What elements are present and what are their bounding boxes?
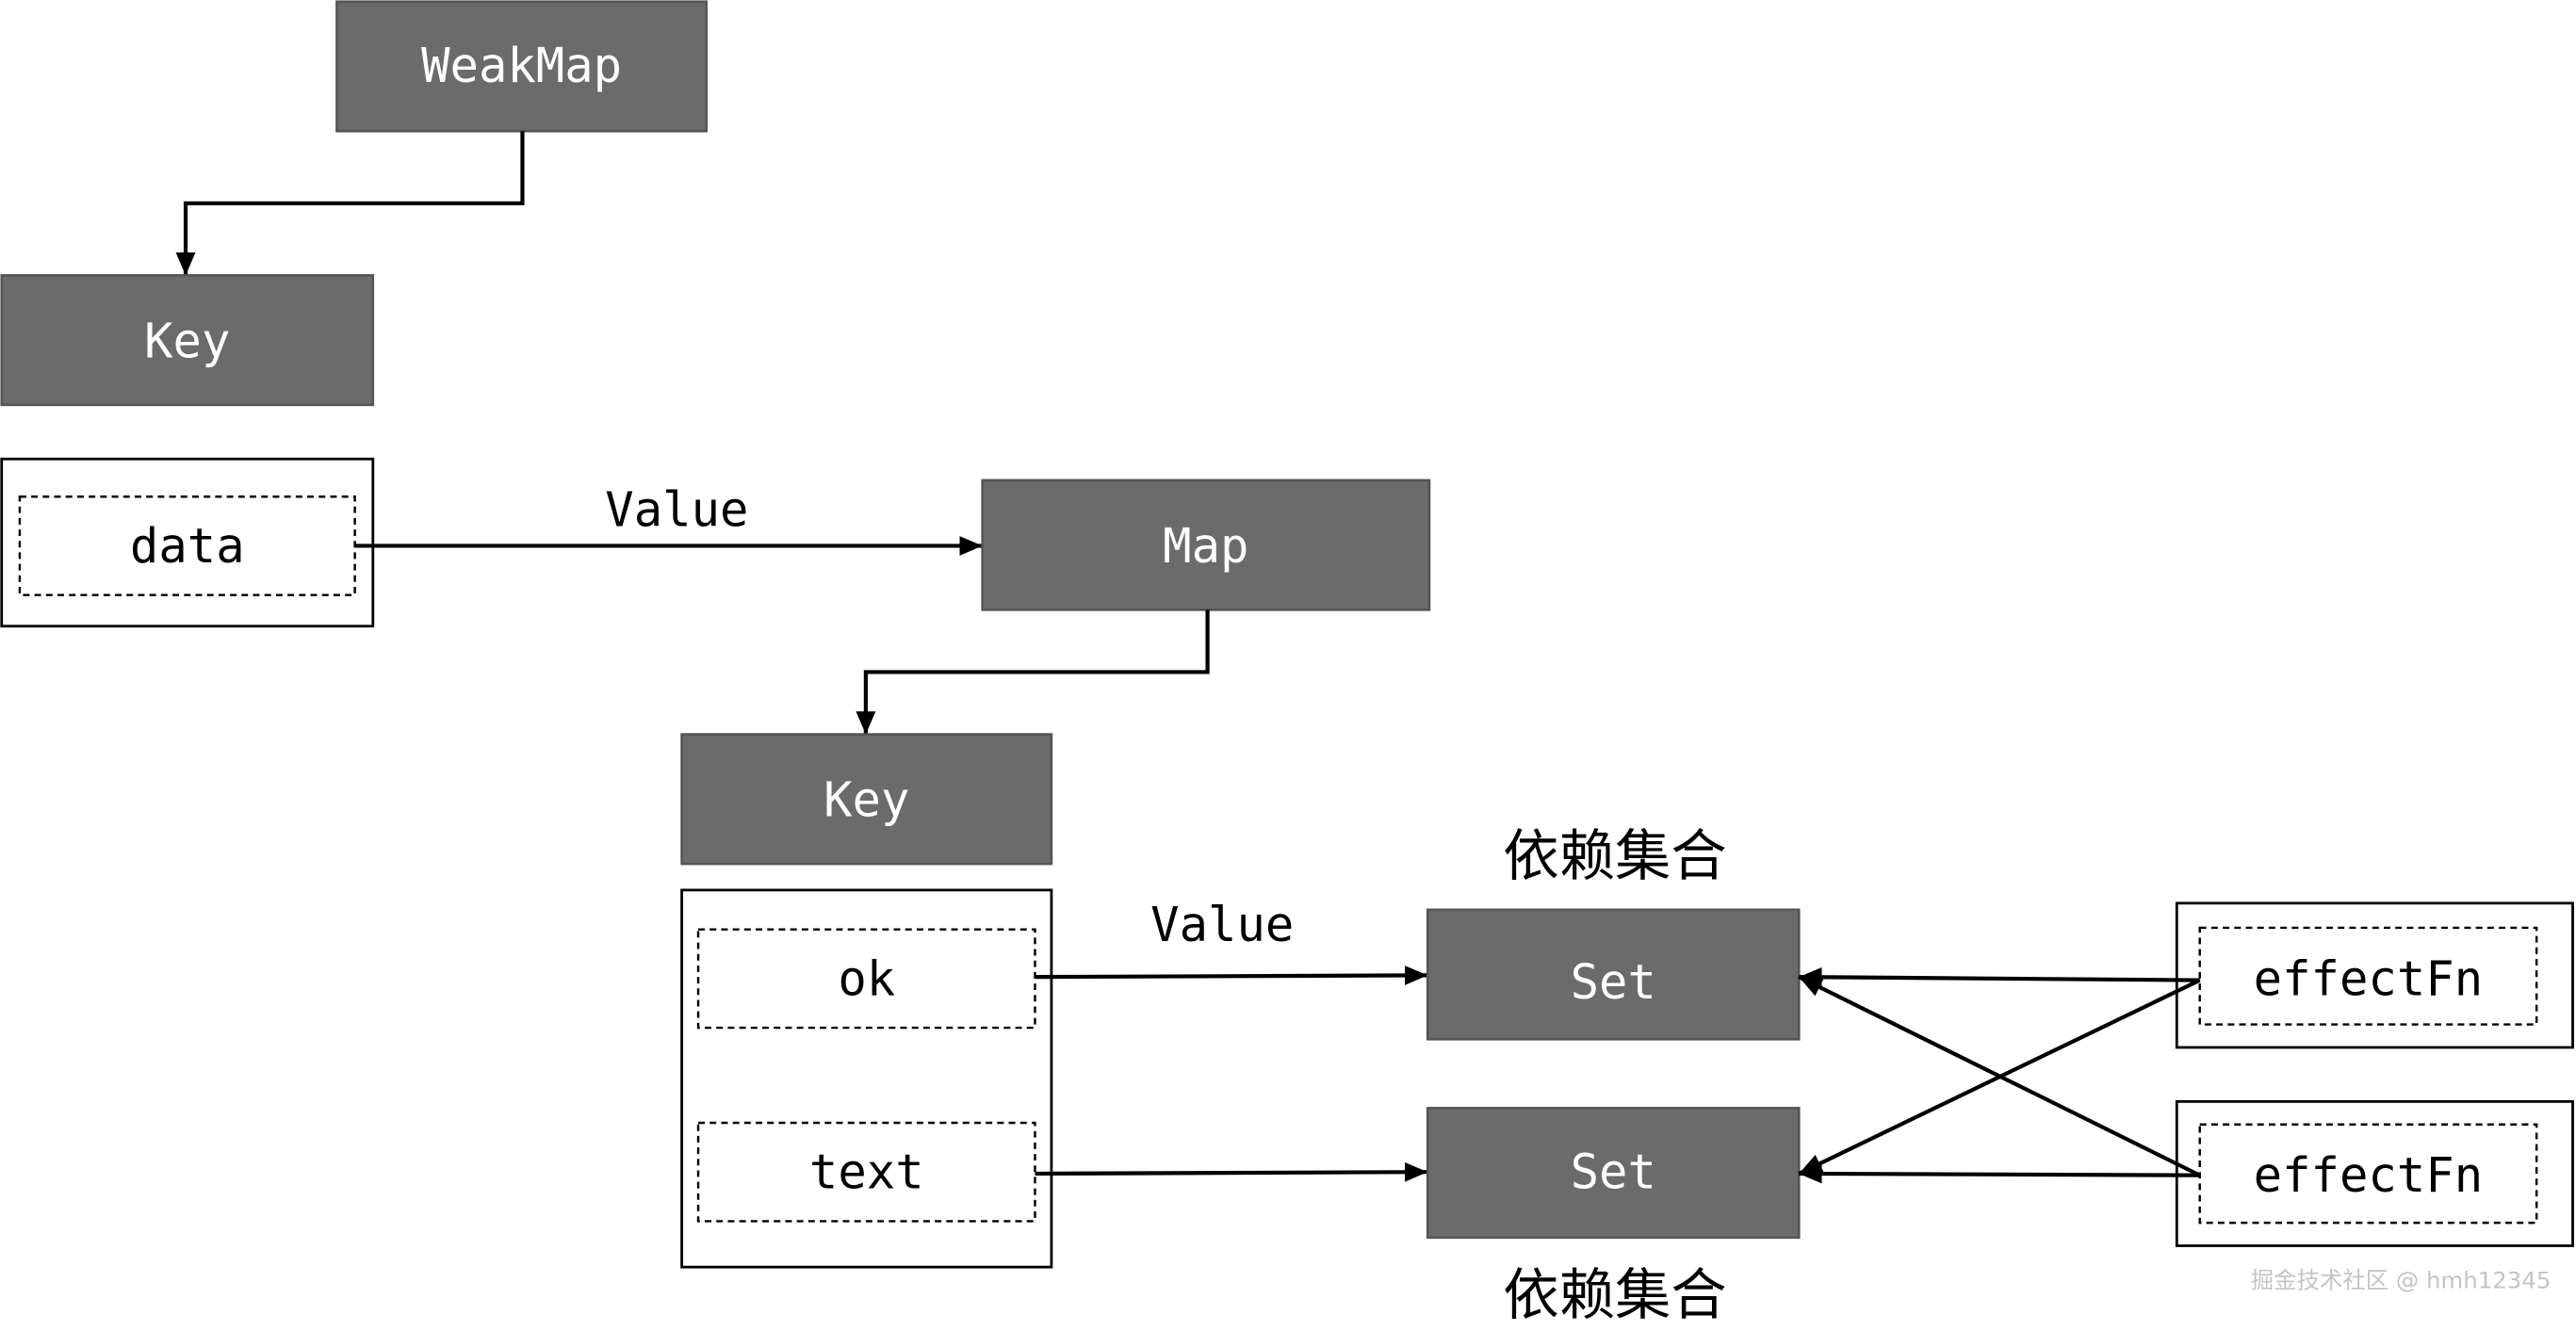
data-entry-label: data (130, 518, 245, 574)
weakmap-to-key-connector (175, 131, 525, 276)
set-node-text: Set (1426, 1107, 1801, 1240)
ok-to-set-arrow (1035, 966, 1428, 985)
set-ok-group-label: 依赖集合 (1503, 823, 1726, 888)
set-label-text: Set (1571, 1144, 1656, 1200)
key-node-outer: Key (0, 274, 375, 407)
effect-fn-label-2: effectFn (2254, 1147, 2483, 1203)
set-text-group-label: 依赖集合 (1503, 1262, 1726, 1327)
data-to-map-value-label: Value (605, 482, 748, 538)
key-box-inner (680, 733, 1053, 866)
data-key-container: data (0, 457, 375, 628)
effect-fn-node-1: effectFn (2175, 901, 2574, 1049)
map-node: Map (981, 479, 1431, 611)
set-node-ok: Set (1426, 908, 1801, 1041)
weakmap-node: WeakMap (335, 0, 709, 133)
map-label: Map (1163, 518, 1248, 574)
map-box (981, 479, 1431, 611)
key-label-outer: Key (144, 313, 230, 368)
effect-fn-entry-box-1 (2198, 926, 2538, 1026)
set-label-ok: Set (1571, 954, 1656, 1010)
key-label-inner: Key (823, 772, 909, 828)
map-to-key-connector (856, 609, 1210, 735)
key-node-inner: Key (680, 733, 1053, 866)
weakmap-box (335, 0, 709, 133)
weakmap-label: WeakMap (421, 38, 622, 93)
effect-fn-node-2: effectFn (2175, 1099, 2574, 1247)
text-entry-box (696, 1121, 1036, 1223)
effect-fn-1-to-set-ok-arrow (1799, 966, 2200, 987)
key-box-outer (0, 274, 375, 407)
set-box-text (1426, 1107, 1801, 1240)
ok-entry-label: ok (838, 950, 895, 1006)
text-to-set-arrow (1035, 1161, 1428, 1182)
data-entry-box (18, 495, 356, 596)
effect-fn-2-to-set-text-arrow (1799, 1163, 2200, 1184)
effect-fn-label-1: effectFn (2254, 950, 2483, 1006)
watermark: 掘金技术社区 @ hmh12345 (2251, 1267, 2552, 1294)
set-box-ok (1426, 908, 1801, 1041)
ok-to-set-value-label: Value (1150, 897, 1294, 952)
property-key-container: ok text (680, 888, 1053, 1269)
ok-entry-box (696, 928, 1036, 1030)
text-entry-label: text (809, 1144, 924, 1200)
effect-fn-2-to-set-ok-arrow (1798, 975, 2201, 1177)
